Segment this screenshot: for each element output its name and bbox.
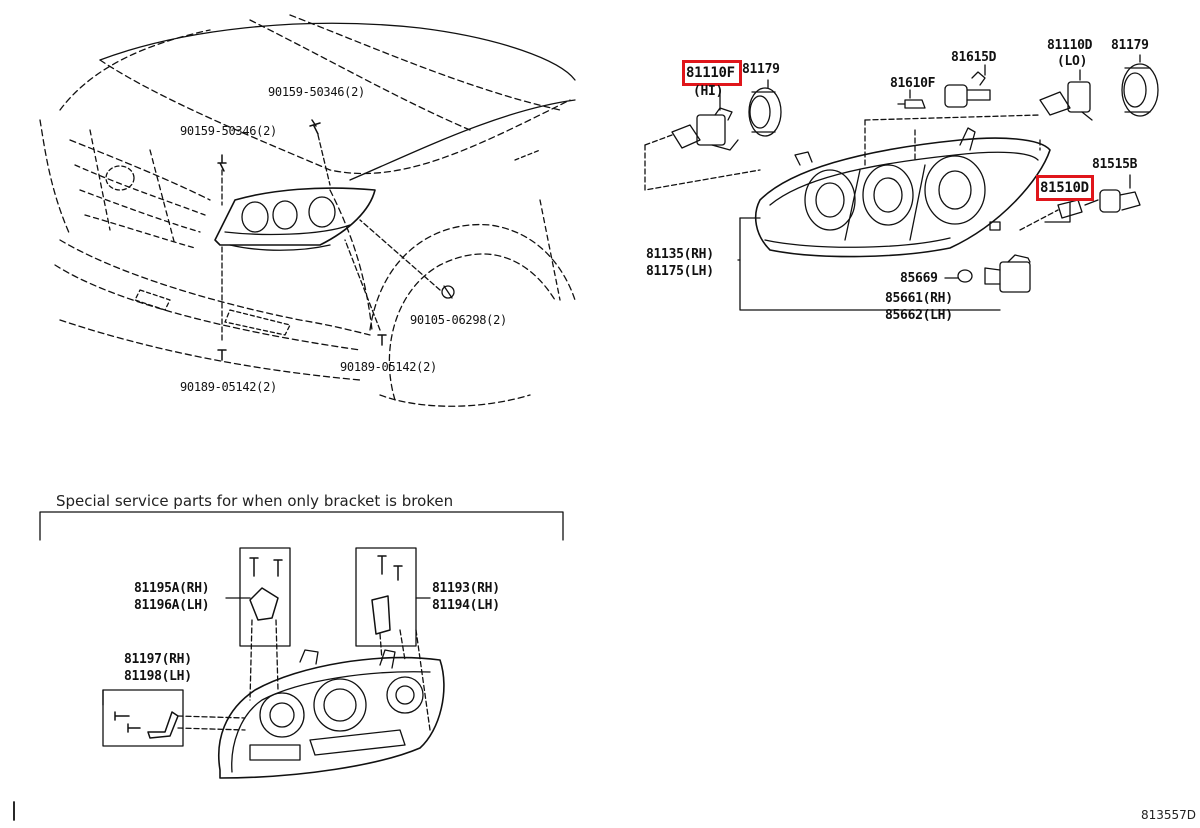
label-81510d[interactable]: 81510D bbox=[1040, 180, 1089, 196]
hi-socket bbox=[748, 87, 782, 137]
diagram-reference-number: 813557D bbox=[1140, 808, 1196, 822]
label-81110d[interactable]: 81110D bbox=[1047, 38, 1093, 53]
o-ring bbox=[957, 269, 973, 283]
label-81110f-hi: (HI) bbox=[693, 84, 724, 99]
leveling-motor bbox=[984, 254, 1031, 293]
label-81175[interactable]: 81175(LH) bbox=[646, 264, 714, 279]
label-81179-left[interactable]: 81179 bbox=[742, 62, 780, 77]
label-85662[interactable]: 85662(LH) bbox=[885, 308, 953, 323]
label-85661[interactable]: 85661(RH) bbox=[885, 291, 953, 306]
section-heading: Special service parts for when only brac… bbox=[56, 492, 454, 510]
bracket-section bbox=[39, 511, 564, 779]
label-81197[interactable]: 81197(RH) bbox=[124, 652, 192, 667]
label-81610f[interactable]: 81610F bbox=[890, 76, 936, 91]
turn-signal-socket bbox=[1084, 189, 1141, 213]
highlight-box-81510d bbox=[1036, 175, 1094, 201]
label-81615d[interactable]: 81615D bbox=[951, 50, 997, 65]
label-81193[interactable]: 81193(RH) bbox=[432, 581, 500, 596]
car-front-illustration bbox=[39, 14, 576, 407]
headlamp-exploded-view bbox=[644, 54, 1159, 311]
label-90105-06298: 90105-06298(2) bbox=[410, 313, 507, 327]
label-81196a[interactable]: 81196A(LH) bbox=[134, 598, 210, 613]
turn-signal-bulb bbox=[1057, 199, 1083, 219]
label-81194[interactable]: 81194(LH) bbox=[432, 598, 500, 613]
label-85669[interactable]: 85669 bbox=[900, 271, 938, 286]
label-90189-05142-left: 90189-05142(2) bbox=[180, 380, 277, 394]
highlight-box-81110f bbox=[682, 60, 742, 86]
label-81110f[interactable]: 81110F bbox=[686, 65, 735, 81]
label-90189-05142-right: 90189-05142(2) bbox=[340, 360, 437, 374]
label-81110d-lo: (LO) bbox=[1057, 54, 1088, 69]
label-81515b[interactable]: 81515B bbox=[1092, 157, 1138, 172]
lo-socket bbox=[1121, 63, 1159, 117]
label-81135[interactable]: 81135(RH) bbox=[646, 247, 714, 262]
label-90159-50346-left: 90159-50346(2) bbox=[180, 124, 277, 138]
label-90159-50346-top: 90159-50346(2) bbox=[268, 85, 365, 99]
position-socket bbox=[944, 71, 991, 108]
hi-beam-bulb bbox=[671, 107, 739, 151]
label-81195a[interactable]: 81195A(RH) bbox=[134, 581, 210, 596]
position-bulb bbox=[897, 99, 926, 109]
label-81179-right[interactable]: 81179 bbox=[1111, 38, 1149, 53]
label-81198[interactable]: 81198(LH) bbox=[124, 669, 192, 684]
lo-beam-bulb bbox=[1039, 81, 1093, 121]
